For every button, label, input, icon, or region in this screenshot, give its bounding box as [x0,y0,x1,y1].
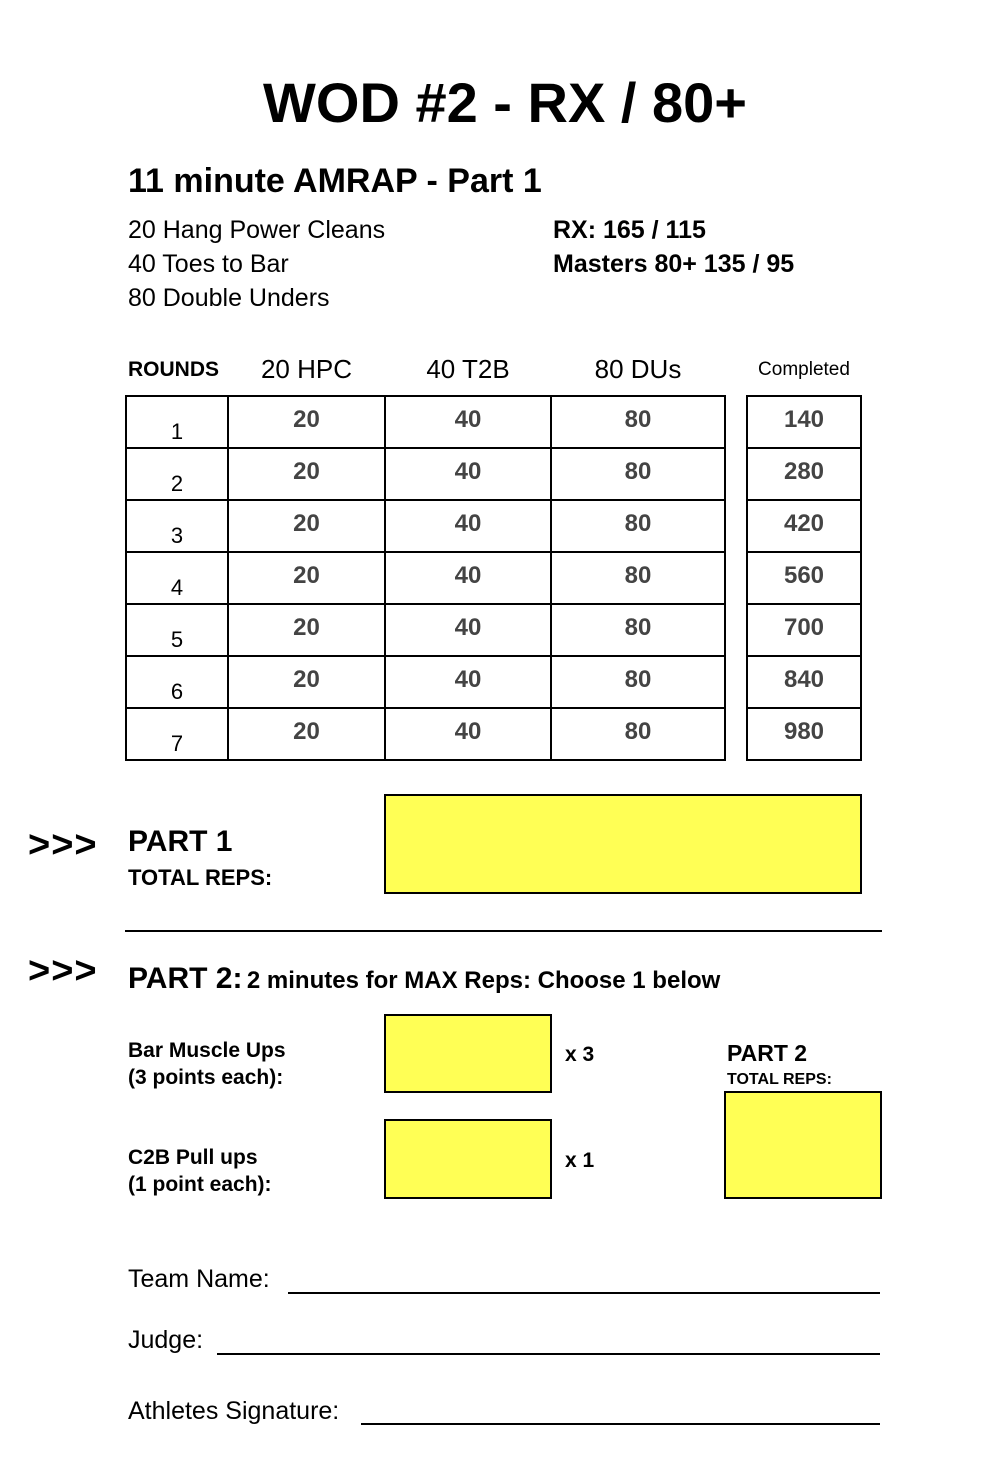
dus-cell: 80 [550,395,726,449]
option-bar-muscle-ups-points: (3 points each): [128,1066,284,1089]
column-header-t2b: 40 T2B [426,354,510,384]
completed-cell: 980 [746,707,862,761]
round-number-cell: 2 [125,447,229,501]
team-name-label: Team Name: [128,1265,270,1293]
hpc-cell: 20 [227,603,386,657]
standard-rx: RX: 165 / 115 [553,216,706,244]
column-header-dus: 80 DUs [594,354,682,384]
option-bar-muscle-ups: Bar Muscle Ups (3 points each): [128,1037,286,1091]
part2-total-reps-box[interactable] [724,1091,882,1199]
bar-muscle-ups-reps-box[interactable] [384,1014,552,1093]
option-c2b-pull-ups: C2B Pull ups (1 point each): [128,1144,272,1198]
column-header-hpc: 20 HPC [260,354,353,384]
part1-total-reps-label: TOTAL REPS: [128,865,273,890]
hpc-cell: 20 [227,447,386,501]
t2b-cell: 40 [384,395,552,449]
dus-cell: 80 [550,655,726,709]
completed-cell: 840 [746,655,862,709]
part2-arrows: >>> [28,950,98,992]
hpc-cell: 20 [227,707,386,761]
judge-line[interactable] [217,1353,880,1355]
hpc-cell: 20 [227,551,386,605]
dus-cell: 80 [550,447,726,501]
t2b-cell: 40 [384,499,552,553]
c2b-pull-ups-reps-box[interactable] [384,1119,552,1199]
part1-total-reps-box[interactable] [384,794,862,894]
part1-label: PART 1 [128,825,233,858]
standard-masters: Masters 80+ 135 / 95 [553,250,795,278]
t2b-cell: 40 [384,447,552,501]
round-number-cell: 1 [125,395,229,449]
option-c2b-pull-ups-points: (1 point each): [128,1173,272,1196]
round-number-cell: 3 [125,499,229,553]
round-number-cell: 5 [125,603,229,657]
completed-cell: 560 [746,551,862,605]
hpc-cell: 20 [227,655,386,709]
t2b-cell: 40 [384,551,552,605]
completed-cell: 280 [746,447,862,501]
round-number-cell: 4 [125,551,229,605]
part2-total-label: PART 2 [727,1040,808,1066]
workout-subtitle: 11 minute AMRAP - Part 1 [128,162,542,200]
page-title: WOD #2 - RX / 80+ [263,71,747,134]
part2-heading: PART 2: 2 minutes for MAX Reps: Choose 1… [128,962,720,996]
c2b-pull-ups-multiplier: x 1 [565,1149,595,1172]
dus-cell: 80 [550,707,726,761]
bar-muscle-ups-multiplier: x 3 [565,1043,595,1066]
part2-total-reps-label: TOTAL REPS: [727,1071,832,1088]
dus-cell: 80 [550,499,726,553]
dus-cell: 80 [550,551,726,605]
hpc-cell: 20 [227,395,386,449]
team-name-line[interactable] [288,1292,880,1294]
part2-label: PART 2: [128,962,243,995]
round-number-cell: 6 [125,655,229,709]
judge-label: Judge: [128,1326,204,1354]
option-c2b-pull-ups-name: C2B Pull ups [128,1146,258,1169]
round-number-cell: 7 [125,707,229,761]
movement-hang-power-cleans: 20 Hang Power Cleans [128,216,386,244]
athlete-signature-label: Athletes Signature: [128,1397,340,1425]
movement-double-unders: 80 Double Unders [128,284,330,312]
dus-cell: 80 [550,603,726,657]
section-divider [125,930,882,932]
athlete-signature-line[interactable] [361,1423,880,1425]
completed-cell: 700 [746,603,862,657]
option-bar-muscle-ups-name: Bar Muscle Ups [128,1039,286,1062]
t2b-cell: 40 [384,707,552,761]
part2-description: 2 minutes for MAX Reps: Choose 1 below [246,967,721,994]
movement-toes-to-bar: 40 Toes to Bar [128,250,289,278]
hpc-cell: 20 [227,499,386,553]
t2b-cell: 40 [384,603,552,657]
completed-cell: 420 [746,499,862,553]
part1-arrows: >>> [28,824,98,866]
t2b-cell: 40 [384,655,552,709]
rounds-header: ROUNDS [128,358,220,381]
completed-cell: 140 [746,395,862,449]
completed-header: Completed [758,359,850,380]
